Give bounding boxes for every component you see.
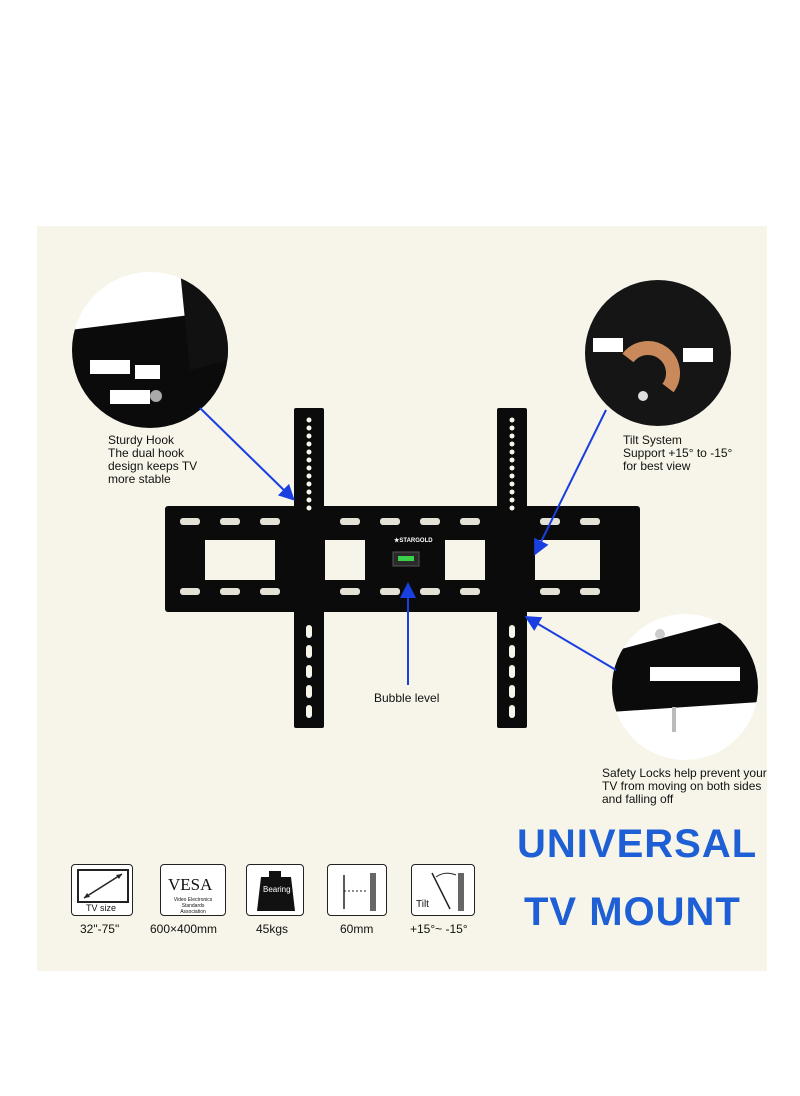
hook-callout-text: Sturdy Hook The dual hook design keeps T… (108, 433, 198, 486)
tv-size-icon: TV size (71, 864, 133, 916)
wall-distance-icon (327, 864, 387, 916)
brand-logo-text: ★STARGOLD (394, 537, 433, 544)
bearing-weight-icon: Bearing (246, 864, 304, 916)
tilt-callout-text: Tilt System Support +15° to -15° for bes… (623, 433, 733, 473)
tilt-zoom-circle (585, 280, 731, 426)
hook-zoom-circle (72, 272, 228, 428)
tv-size-value: 32"-75" (80, 922, 120, 936)
safety-lock-callout-text: Safety Locks help prevent your TV from m… (602, 766, 767, 806)
tilt-angle-icon: Tilt (411, 864, 475, 916)
headline-universal: UNIVERSAL (517, 822, 758, 866)
headline-tv-mount: TV MOUNT (524, 890, 741, 934)
bubble-level-callout-text: Bubble level (374, 691, 440, 705)
vesa-value: 600×400mm (150, 922, 218, 936)
tilt-angle-value: +15°~ -15° (410, 922, 468, 936)
wall-distance-value: 60mm (340, 922, 374, 936)
bearing-weight-value: 45kgs (256, 922, 289, 936)
vesa-icon: VESA Video Electronics Standards Associa… (160, 864, 226, 916)
safety-lock-zoom-circle (612, 614, 758, 760)
